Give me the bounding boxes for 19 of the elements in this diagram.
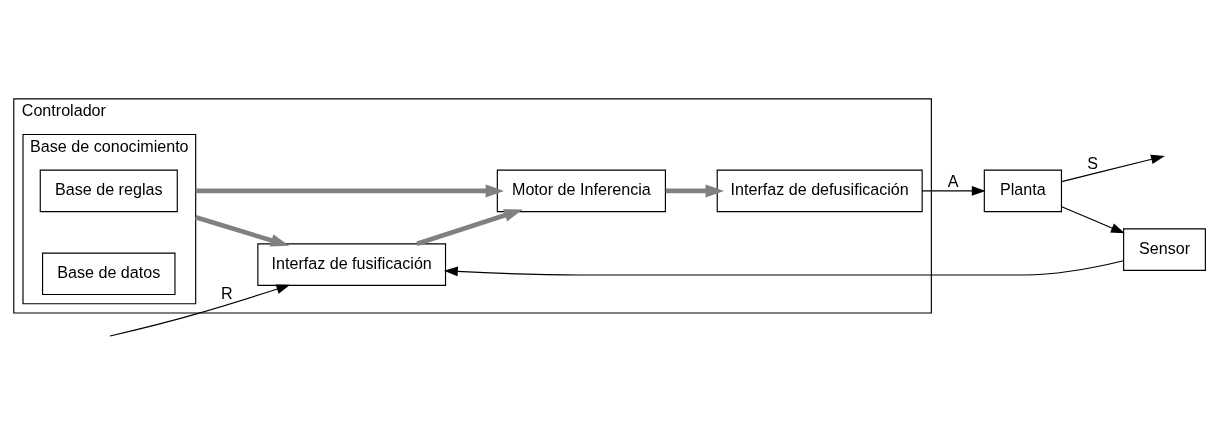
arrow: [921, 185, 986, 196]
arrow: [416, 208, 523, 246]
edge-label: S: [1087, 153, 1098, 172]
node-box: Base de datos: [42, 252, 176, 295]
node-box: Interfaz de fusificación: [257, 242, 447, 286]
arrow: [195, 214, 290, 247]
node-box: Sensor: [1123, 227, 1206, 271]
arrow: [444, 259, 1125, 276]
arrow: [195, 183, 505, 197]
arrow: [665, 183, 724, 197]
node-box: Motor de Inferencia: [496, 169, 666, 212]
arrow: [1061, 154, 1165, 182]
arrow: [109, 283, 291, 337]
node-box: Interfaz de defusificación: [716, 169, 923, 212]
arrow: [1061, 205, 1125, 233]
edge-label: R: [220, 283, 233, 302]
node-box: Base de reglas: [39, 169, 178, 212]
edge-label: A: [947, 171, 959, 190]
node-box: Planta: [983, 169, 1063, 212]
